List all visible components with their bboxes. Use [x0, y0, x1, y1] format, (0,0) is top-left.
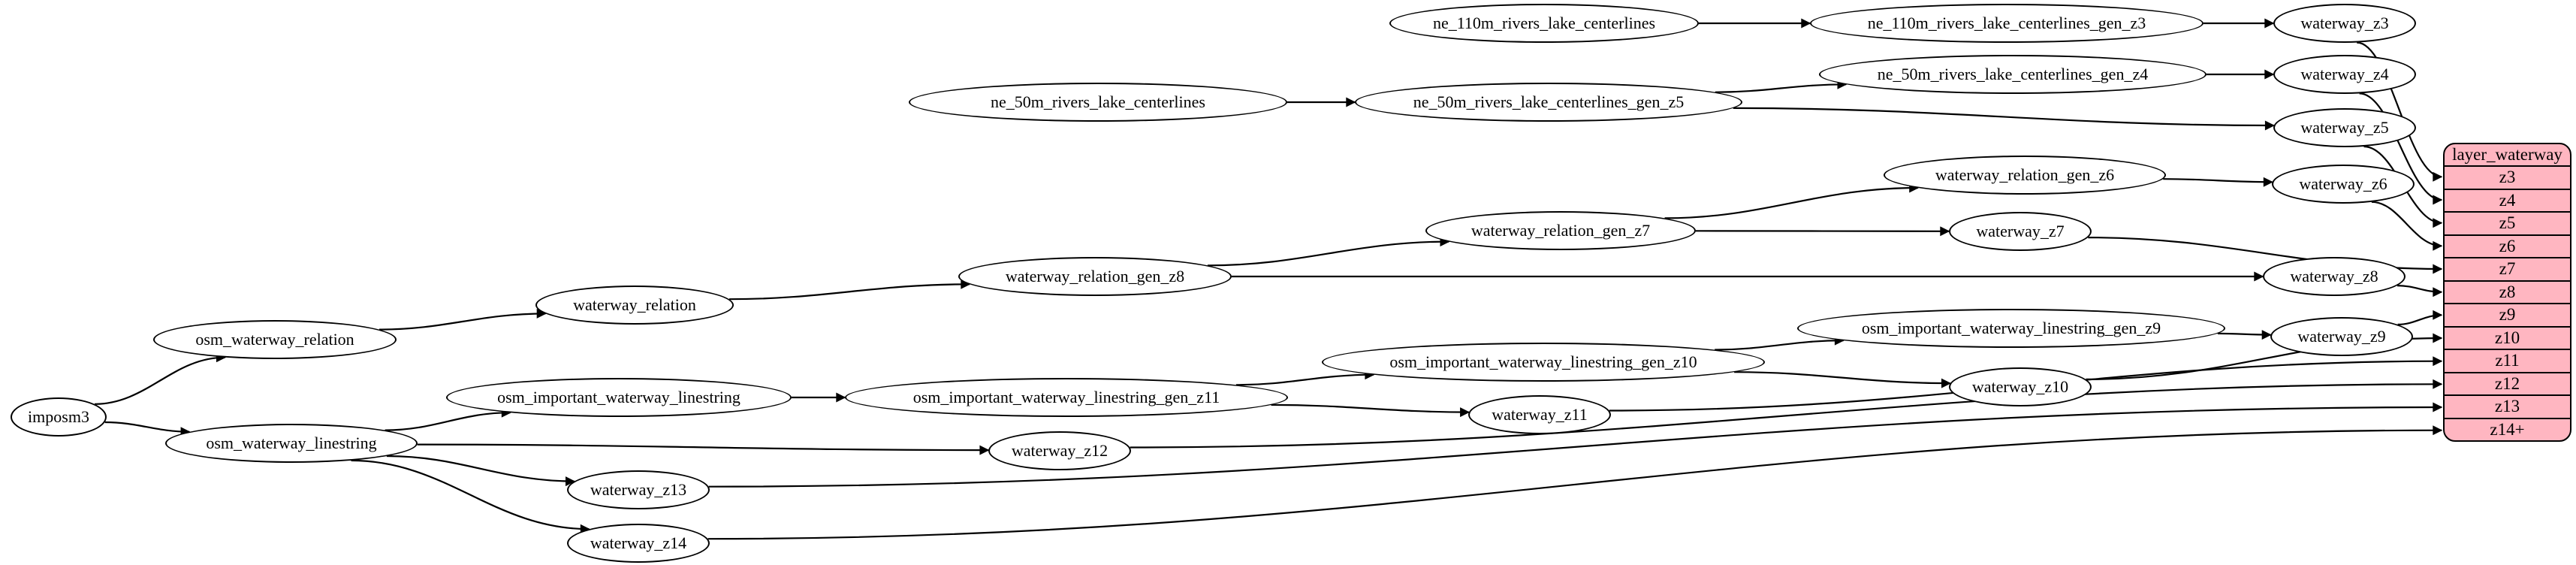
- edge-waterway_z12-to-row-z12: [1130, 379, 2443, 449]
- node-waterway_z9: waterway_z9: [2270, 317, 2413, 356]
- node-osm_important_waterway_linestring_gen_z9: osm_important_waterway_linestring_gen_z9: [1797, 309, 2225, 348]
- layer-row-z4: z4: [2445, 190, 2570, 213]
- edge-waterway_relation-to-waterway_relation_gen_z8: [728, 279, 971, 301]
- layer-row-z12: z12: [2445, 373, 2570, 396]
- node-waterway_relation_gen_z8: waterway_relation_gen_z8: [958, 257, 1232, 296]
- edge-ne_50m_rivers_lake_centerlines_gen_z5-to-ne_50m_rivers_lake_centerlines_gen_z4: [1715, 79, 1848, 93]
- edge-osm_important_waterway_linestring_gen_z9-to-waterway_z9: [2217, 330, 2272, 340]
- node-waterway_z6: waterway_z6: [2272, 165, 2415, 204]
- node-waterway_z13: waterway_z13: [567, 470, 710, 509]
- node-waterway_relation: waterway_relation: [535, 286, 734, 325]
- node-ne_110m_rivers_lake_centerlines_gen_z3: ne_110m_rivers_lake_centerlines_gen_z3: [1810, 4, 2203, 43]
- layer-row-z9: z9: [2445, 304, 2570, 328]
- layer-row-z13: z13: [2445, 396, 2570, 419]
- node-waterway_z4: waterway_z4: [2273, 55, 2416, 94]
- table-header: layer_waterway: [2445, 144, 2570, 167]
- node-waterway_z11: waterway_z11: [1468, 395, 1611, 434]
- node-ne_50m_rivers_lake_centerlines_gen_z5: ne_50m_rivers_lake_centerlines_gen_z5: [1355, 83, 1742, 122]
- edge-waterway_relation_gen_z7-to-waterway_relation_gen_z6: [1664, 183, 1920, 219]
- layer-row-z5: z5: [2445, 213, 2570, 236]
- node-ne_50m_rivers_lake_centerlines: ne_50m_rivers_lake_centerlines: [909, 83, 1287, 122]
- edge-ne_50m_rivers_lake_centerlines_gen_z5-to-waterway_z5: [1733, 107, 2275, 131]
- edge-waterway_z14-to-row-z14plus: [707, 425, 2443, 540]
- edge-osm_waterway_linestring-to-waterway_z12: [417, 443, 990, 455]
- node-waterway_relation_gen_z6: waterway_relation_gen_z6: [1884, 156, 2166, 195]
- node-ne_110m_rivers_lake_centerlines: ne_110m_rivers_lake_centerlines: [1389, 4, 1699, 43]
- edge-waterway_z8-to-row-z8: [2397, 285, 2443, 298]
- edge-waterway_z13-to-row-z13: [708, 402, 2443, 488]
- edge-osm_important_waterway_linestring_gen_z11-to-osm_important_waterway_linestring_gen_z10: [1235, 370, 1375, 386]
- edge-waterway_relation_gen_z8-to-waterway_relation_gen_z7: [1207, 237, 1450, 267]
- edge-waterway_relation_gen_z6-to-waterway_z6: [2163, 177, 2273, 187]
- node-waterway_z10: waterway_z10: [1949, 367, 2092, 406]
- node-waterway_z5: waterway_z5: [2273, 108, 2416, 147]
- node-waterway_z7: waterway_z7: [1949, 212, 2092, 251]
- edge-osm_waterway_relation-to-waterway_relation: [379, 308, 547, 331]
- layer-row-z14plus: z14+: [2490, 419, 2525, 439]
- edge-osm_waterway_linestring-to-osm_important_waterway_linestring: [385, 407, 511, 431]
- node-osm_waterway_relation: osm_waterway_relation: [153, 320, 397, 359]
- edge-osm_important_waterway_linestring_gen_z10-to-waterway_z10: [1734, 371, 1951, 388]
- layer-row-z6: z6: [2445, 236, 2570, 258]
- layer-row-z8: z8: [2445, 282, 2570, 304]
- node-waterway_z14: waterway_z14: [567, 524, 710, 563]
- layer-row-z3: z3: [2445, 167, 2570, 190]
- node-osm_important_waterway_linestring_gen_z11: osm_important_waterway_linestring_gen_z1…: [845, 378, 1288, 417]
- node-waterway_z12: waterway_z12: [988, 431, 1131, 470]
- node-osm_important_waterway_linestring: osm_important_waterway_linestring: [446, 378, 792, 417]
- edge-osm_waterway_linestring-to-waterway_z13: [386, 455, 575, 487]
- layer-row-z10: z10: [2445, 328, 2570, 350]
- edge-osm_important_waterway_linestring_gen_z10-to-osm_important_waterway_linestring_gen_z9: [1715, 335, 1845, 351]
- edge-waterway_z9-to-row-z9: [2397, 310, 2443, 325]
- node-waterway_z3: waterway_z3: [2273, 4, 2416, 43]
- edge-imposm3-to-osm_waterway_linestring: [104, 421, 191, 437]
- edge-waterway_z3-to-row-z3: [2357, 41, 2443, 182]
- edge-imposm3-to-osm_waterway_relation: [94, 352, 226, 405]
- node-osm_waterway_linestring: osm_waterway_linestring: [165, 424, 418, 463]
- layer-row-z11: z11: [2445, 350, 2570, 373]
- edge-waterway_z6-to-row-z6: [2371, 201, 2443, 251]
- layer-row-z7: z7: [2445, 258, 2570, 282]
- edge-osm_waterway_linestring-to-waterway_z14: [351, 459, 590, 534]
- node-osm_important_waterway_linestring_gen_z10: osm_important_waterway_linestring_gen_z1…: [1322, 343, 1765, 382]
- node-ne_50m_rivers_lake_centerlines_gen_z4: ne_50m_rivers_lake_centerlines_gen_z4: [1819, 55, 2206, 94]
- edge-waterway_z4-to-row-z4: [2359, 92, 2443, 205]
- node-imposm3: imposm3: [11, 397, 107, 437]
- edge-osm_important_waterway_linestring_gen_z11-to-waterway_z11: [1271, 403, 1470, 418]
- node-waterway_relation_gen_z7: waterway_relation_gen_z7: [1425, 211, 1696, 250]
- node-waterway_z8: waterway_z8: [2263, 257, 2406, 296]
